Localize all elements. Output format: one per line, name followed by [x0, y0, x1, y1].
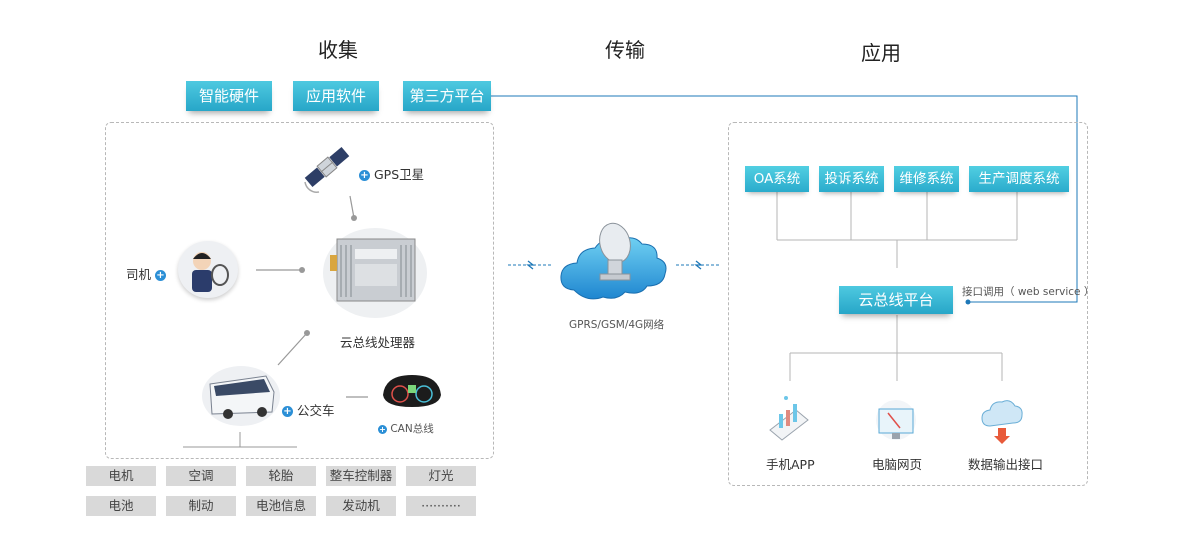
component-tag: 轮胎: [246, 466, 316, 486]
lightning-left-icon: [526, 260, 535, 270]
driver-label: 司机: [126, 267, 152, 282]
system-maintenance[interactable]: 维修系统: [894, 166, 959, 192]
outputs-tree: [789, 315, 1003, 381]
heading-transmit: 传输: [605, 38, 645, 62]
bus-link-dot: [304, 330, 310, 336]
driver-label-row: 司机 +: [126, 264, 166, 283]
can-label-row: + CAN总线: [378, 421, 434, 436]
processor-label: 云总线处理器: [340, 335, 416, 350]
component-tag: 发动机: [326, 496, 396, 516]
gps-link: [349, 195, 355, 219]
gps-label: GPS卫星: [373, 167, 425, 182]
component-tag: 空调: [166, 466, 236, 486]
source-third-party[interactable]: 第三方平台: [403, 81, 491, 111]
bus-link: [277, 332, 308, 366]
cloud-bus-platform[interactable]: 云总线平台: [839, 286, 953, 314]
gps-label-row: + GPS卫星: [359, 164, 424, 183]
interface-label: 接口调用（ web service ）: [962, 286, 1095, 298]
bus-label: 公交车: [296, 403, 335, 418]
heading-collect: 收集: [318, 38, 358, 62]
collect-panel: [105, 122, 494, 459]
system-oa[interactable]: OA系统: [745, 166, 809, 192]
systems-tree: [776, 192, 1018, 268]
component-tag: 电机: [86, 466, 156, 486]
component-tag: ··········: [406, 496, 476, 516]
apply-panel: [728, 122, 1088, 486]
output-mobile-app: 手机APP: [766, 457, 815, 472]
plus-icon[interactable]: +: [378, 424, 387, 434]
plus-icon[interactable]: +: [282, 406, 293, 417]
can-label: CAN总线: [390, 423, 434, 435]
system-dispatch[interactable]: 生产调度系统: [969, 166, 1069, 192]
component-tag: 整车控制器: [326, 466, 396, 486]
third-party-connector: [490, 95, 1078, 303]
system-complaint[interactable]: 投诉系统: [819, 166, 884, 192]
component-tag: 制动: [166, 496, 236, 516]
driver-link-dot: [299, 267, 305, 273]
connector-dot: [965, 299, 971, 305]
source-smart-hardware[interactable]: 智能硬件: [186, 81, 272, 111]
heading-apply: 应用: [861, 41, 901, 65]
network-label: GPRS/GSM/4G网络: [569, 319, 665, 331]
lightning-right-icon: [694, 260, 703, 270]
bus-label-row: + 公交车: [282, 400, 335, 419]
output-web-page: 电脑网页: [872, 457, 923, 472]
component-tag: 电池: [86, 496, 156, 516]
gps-link-dot: [351, 215, 357, 221]
component-tag: 电池信息: [246, 496, 316, 516]
driver-avatar: [178, 241, 238, 298]
plus-icon[interactable]: +: [359, 170, 370, 181]
plus-icon[interactable]: +: [155, 270, 166, 281]
source-app-software[interactable]: 应用软件: [293, 81, 379, 111]
component-tag: 灯光: [406, 466, 476, 486]
output-data-interface: 数据输出接口: [968, 457, 1044, 472]
